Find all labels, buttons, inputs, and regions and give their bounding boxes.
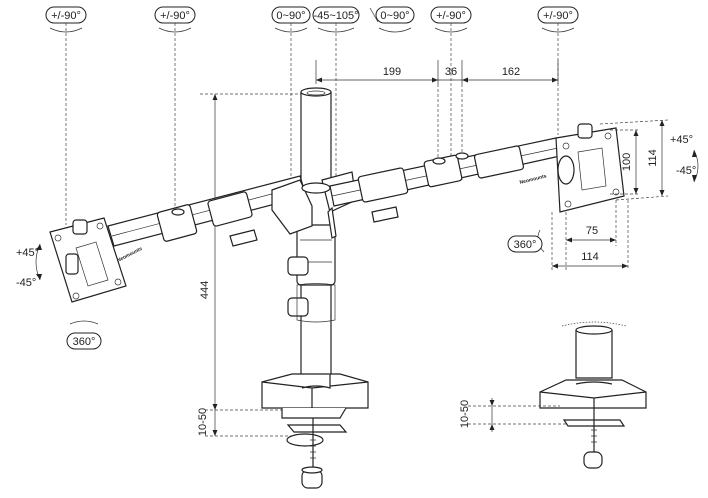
dim-vesa-w-large: 114 bbox=[581, 251, 599, 263]
left-tilt-up: +45° bbox=[16, 247, 39, 259]
svg-text:0~90°: 0~90° bbox=[380, 10, 409, 22]
cable-clip-lower bbox=[287, 297, 309, 317]
dim-vesa-h-small: 100 bbox=[621, 153, 633, 171]
left-vesa-plate bbox=[49, 217, 127, 303]
vesa-height-dimensions bbox=[610, 120, 665, 196]
pole-height-dimension bbox=[200, 93, 310, 411]
right-tilt-indicator bbox=[692, 149, 699, 183]
left-arm bbox=[107, 175, 307, 247]
dim-arm-a: 199 bbox=[383, 66, 401, 78]
rotation-label-tilt: -45~105° bbox=[312, 6, 360, 190]
pole bbox=[287, 87, 336, 381]
rotation-label-arm-left: +/-90° bbox=[45, 6, 87, 225]
left-tilt-indicator bbox=[35, 243, 42, 281]
rotation-label-pole-right: 0~90° bbox=[375, 6, 415, 33]
svg-text:360°: 360° bbox=[73, 336, 96, 348]
dim-vesa-w-small: 75 bbox=[586, 225, 598, 237]
clamp-range-dimension bbox=[205, 410, 300, 437]
svg-text:+/-90°: +/-90° bbox=[543, 10, 573, 22]
rotation-label-pole: 0~90° bbox=[271, 6, 311, 190]
grommet-range-dimension bbox=[468, 398, 568, 432]
svg-text:+/-90°: +/-90° bbox=[160, 10, 190, 22]
svg-text:-45~105°: -45~105° bbox=[313, 10, 358, 22]
right-vesa-plate bbox=[555, 119, 669, 213]
dim-vesa-h-large: 114 bbox=[647, 149, 659, 167]
svg-text:+/-90°: +/-90° bbox=[436, 10, 466, 22]
left-knob bbox=[72, 219, 88, 235]
label-separator bbox=[369, 7, 379, 23]
right-tilt-up: +45° bbox=[670, 134, 693, 146]
vesa-width-dimensions bbox=[551, 200, 629, 270]
grommet-mount bbox=[539, 321, 647, 469]
dim-arm-b: 162 bbox=[502, 66, 520, 78]
svg-text:0~90°: 0~90° bbox=[276, 10, 305, 22]
dim-pole-height: 444 bbox=[199, 281, 211, 299]
left-rotation-badge: 360° bbox=[66, 320, 102, 350]
brand-label-right: Neomounts bbox=[519, 173, 547, 186]
left-tilt-down: -45° bbox=[16, 277, 36, 289]
right-arm bbox=[329, 137, 561, 223]
dim-clamp-range: 10-50 bbox=[197, 408, 209, 436]
brand-label-left: Neomounts bbox=[116, 246, 143, 264]
rotation-label-arm-right-mid: +/-90° bbox=[430, 6, 472, 160]
dim-arm-gap: 36 bbox=[445, 66, 457, 78]
right-knob bbox=[577, 123, 593, 139]
svg-text:360°: 360° bbox=[514, 239, 537, 251]
dim-grommet-range: 10-50 bbox=[459, 400, 471, 428]
desk-clamp bbox=[261, 373, 369, 489]
right-tilt-down: -45° bbox=[676, 165, 696, 177]
rotation-label-arm-left-mid: +/-90° bbox=[154, 6, 196, 212]
right-rotation-badge: 360° bbox=[507, 229, 545, 253]
svg-text:+/-90°: +/-90° bbox=[51, 10, 81, 22]
cable-clip-upper bbox=[287, 256, 309, 276]
